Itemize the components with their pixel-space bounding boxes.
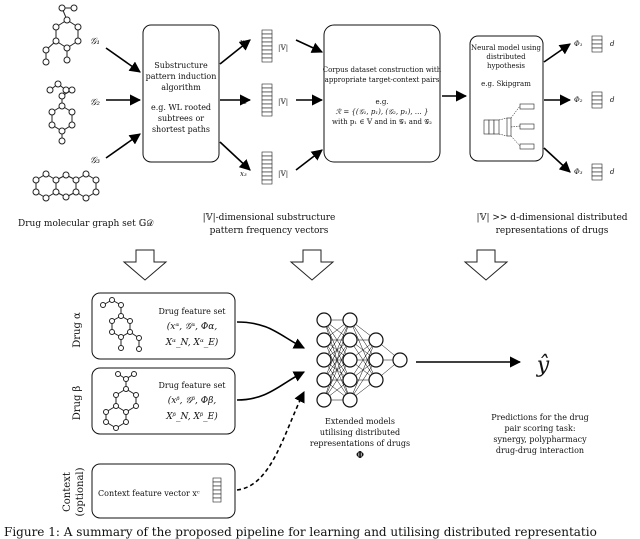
skipgram-icon [483,103,535,150]
corpus-example-2: ℛ = {(𝒢₁, p₁), (𝒢₂, p₁), … } [336,108,429,116]
phi-1-dim: d [610,40,615,48]
vector-x3 [261,151,273,185]
induction-example-2: subtrees or [158,114,204,123]
context-side-label-2: (optional) [75,467,86,516]
graph-3-label: 𝒢₃ [90,156,100,166]
prediction-symbol: ŷ [536,353,550,378]
neural-model-box: Neural model using distributed hypothesi… [469,35,544,162]
vector-x2 [261,83,273,117]
drug-beta-graph [103,371,139,431]
output-caption-2: representations of drugs [496,226,609,236]
drug-alpha-graph [100,297,142,352]
context-vector [212,477,222,503]
nn-caption-4: Φ [356,451,364,461]
output-caption-1: |𝕍| >> d-dimensional distributed [476,213,627,223]
neural-title-3: hypothesis [487,62,525,70]
vector-x2-dim: |𝕍| [278,98,288,106]
down-arrow-2 [289,249,335,281]
drug-alpha-feature-3: Xᵅ_N, Xᵅ_E) [165,337,219,348]
neural-title-2: distributed [486,53,526,61]
corpus-box: Corpus dataset construction with appropr… [323,24,442,163]
molecular-graph-1 [42,4,82,66]
induction-title-1: Substructure [154,61,208,70]
nn-caption-2: utilising distributed [320,428,400,437]
prediction-caption-1: Predictions for the drug [491,413,589,422]
figure-caption: Figure 1: A summary of the proposed pipe… [4,525,597,539]
corpus-title-2: appropriate target-context pairs [325,76,440,84]
graph-1-label: 𝒢₁ [90,37,100,47]
drug-alpha-side-label: Drug α [72,312,83,348]
vector-x1-dim: |𝕍| [278,44,288,52]
down-arrow-1 [122,249,168,281]
prediction-caption-4: drug-drug interaction [496,446,584,455]
phi-3-label: Φ₃ [574,168,583,176]
phi-2-label: Φ₂ [574,96,583,104]
induction-box: Substructure pattern induction algorithm… [142,24,220,163]
corpus-title-1: Corpus dataset construction with [323,66,442,74]
neural-network-icon [316,312,408,408]
vector-x3-label: x₃ [240,170,247,178]
induction-title-3: algorithm [161,83,201,92]
phi-3-dim: d [610,168,615,176]
nn-caption-1: Extended models [325,417,395,426]
drug-beta-feature-2: (xᵝ, 𝒢ᵝ, Φβ, [168,395,217,406]
drug-beta-side-label: Drug β [72,385,83,420]
neural-title-1: Neural model using [471,44,542,52]
induction-example-1: e.g. WL rooted [151,103,211,112]
vector-x1 [261,29,273,63]
vector-x2-label: x₂ [240,98,247,106]
output-phi-1 [591,35,603,53]
phi-2-dim: d [610,96,615,104]
context-side-label-1: Context [62,472,73,512]
graph-2-label: 𝒢₂ [90,98,100,108]
vector-x3-dim: |𝕍| [278,170,288,178]
down-arrow-3 [463,249,509,281]
drug-beta-feature-1: Drug feature set [158,381,226,390]
graph-set-label: Drug molecular graph set 𝔾𝒟 [18,219,154,229]
corpus-example-3: with p₁ ∈ 𝕍 and in 𝒢₁ and 𝒢₂ [332,118,432,126]
output-phi-2 [591,91,603,109]
phi-1-label: Φ₁ [574,40,583,48]
prediction-caption-3: synergy, polypharmacy [493,435,587,444]
corpus-example-1: e.g. [375,98,388,106]
drug-beta-feature-3: Xᵝ_N, Xᵝ_E) [165,411,218,422]
molecular-graph-2 [46,80,76,145]
drug-alpha-feature-2: (xᵅ, 𝒢ᵅ, Φα, [167,321,218,332]
drug-beta-box: Drug feature set (xᵝ, 𝒢ᵝ, Φβ, Xᵝ_N, Xᵝ_E… [91,367,236,435]
output-phi-3 [591,163,603,181]
nn-caption-3: representations of drugs [310,439,410,448]
prediction-caption-2: pair scoring task: [504,424,575,433]
context-box: Context feature vector xᶜ [91,463,236,519]
neural-example: e.g. Skipgram [481,80,531,88]
vector-caption-2: pattern frequency vectors [210,226,329,236]
drug-alpha-feature-1: Drug feature set [158,307,226,316]
drug-alpha-box: Drug feature set (xᵅ, 𝒢ᵅ, Φα, Xᵅ_N, Xᵅ_E… [91,292,236,360]
context-feature-text: Context feature vector xᶜ [98,489,200,498]
molecular-graph-3 [32,170,100,202]
vector-x1-label: x₁ [240,38,247,46]
vector-caption-1: |𝕍|-dimensional substructure [203,213,336,223]
induction-title-2: pattern induction [146,72,217,81]
induction-example-3: shortest paths [152,125,210,134]
